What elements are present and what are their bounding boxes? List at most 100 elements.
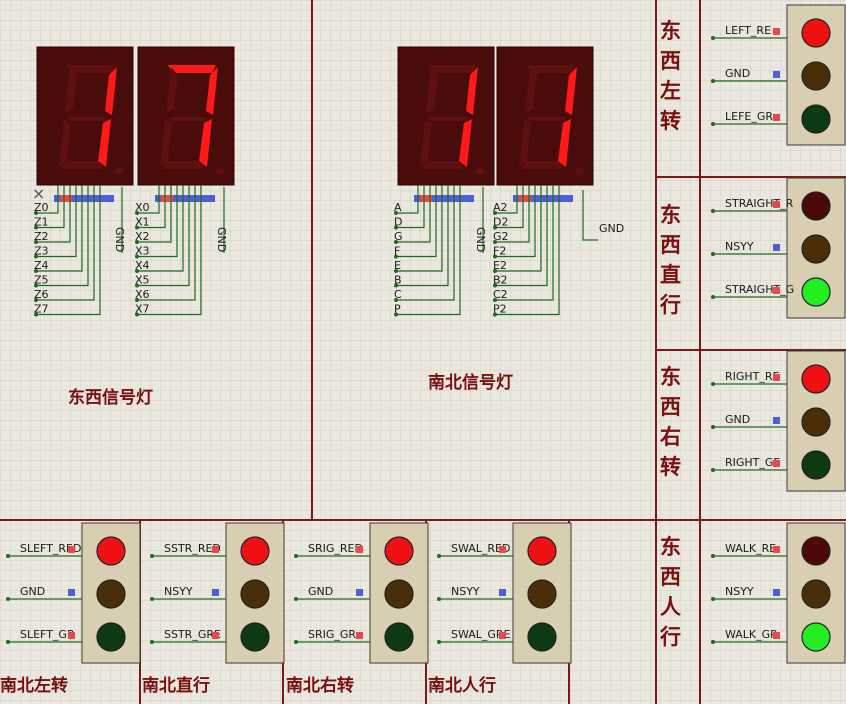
wire-node: [135, 298, 139, 302]
segment-c: [98, 119, 111, 167]
wire-node: [34, 312, 38, 317]
signal-label: SLEFT_GR: [20, 628, 75, 641]
ns-gnd-left: GND: [474, 187, 487, 253]
title-char: 西: [660, 232, 681, 257]
signal-label: STRAIGHT_R: [725, 197, 794, 210]
title-char: 直: [660, 262, 681, 287]
pin-label: Z7: [34, 303, 49, 316]
signal-label: WALK_GR: [725, 628, 778, 641]
pin-marker: [773, 287, 780, 294]
green-light: [384, 622, 414, 652]
pin-marker: [212, 632, 219, 639]
decimal-point: [115, 167, 123, 175]
pin-marker: [212, 546, 219, 553]
ew-digit-tens: [36, 46, 134, 186]
segment-b: [206, 67, 218, 115]
pin-wire: [137, 185, 202, 316]
yellow-light: [240, 579, 270, 609]
title-char: 行: [659, 292, 681, 317]
decimal-point: [476, 167, 484, 175]
pin-header-active: [161, 195, 173, 202]
segment-d: [521, 161, 563, 169]
pin-marker: [773, 417, 780, 424]
wire-node: [493, 240, 497, 244]
pin-wire: [495, 185, 542, 272]
wire-node: [493, 254, 497, 259]
wire-node: [711, 640, 715, 644]
pin-wire: [495, 185, 530, 243]
pin-wire: [137, 185, 172, 243]
segment-a: [428, 65, 476, 73]
wire-node: [711, 554, 715, 558]
title-char: 西: [660, 48, 681, 73]
pin-label: C: [394, 288, 402, 301]
pin-wire: [396, 185, 419, 214]
segment-f: [525, 67, 537, 113]
title-char: 东: [660, 534, 681, 559]
pin-header: [155, 195, 215, 202]
segment-d: [61, 161, 103, 169]
wire-node: [493, 269, 497, 273]
segment-f: [65, 67, 77, 113]
red-light: [527, 536, 557, 566]
bottom-panel-title-0: 南北左转: [0, 675, 68, 696]
pin-header: [513, 195, 573, 202]
wire-node: [294, 597, 298, 601]
pin-marker: [68, 632, 75, 639]
yellow-light: [527, 579, 557, 609]
red-light: [240, 536, 270, 566]
segment-c: [459, 119, 472, 167]
signal-label: SRIG_RED: [308, 542, 363, 555]
pin-wire: [36, 185, 95, 301]
yellow-light: [801, 61, 831, 91]
pin-wire: [36, 185, 59, 214]
wire-node: [135, 283, 139, 288]
wire-node: [6, 597, 10, 601]
wire-node: [394, 312, 398, 317]
wire-node: [6, 554, 10, 558]
pin-label: X2: [135, 230, 150, 243]
signal-label: RIGHT_GE: [725, 456, 780, 469]
title-char: 转: [660, 108, 681, 133]
wire-node: [34, 240, 38, 244]
pin-label: B2: [493, 274, 508, 287]
pin-wire: [137, 185, 166, 229]
pin-wire: [495, 185, 554, 301]
wire-node: [493, 298, 497, 302]
title-char: 转: [660, 454, 681, 479]
wire-node: [394, 298, 398, 302]
wire-node: [135, 240, 139, 244]
wire-node: [394, 211, 398, 215]
segment-c: [199, 119, 212, 167]
bottom-panel-title-1: 南北直行: [142, 675, 210, 696]
signal-label: RIGHT_RE: [725, 370, 780, 383]
segment-d: [162, 161, 204, 169]
title-char: 西: [660, 394, 681, 419]
pin-marker: [68, 546, 75, 553]
pin-label: X0: [135, 201, 150, 214]
pin-label: F: [394, 245, 400, 258]
segment-b: [565, 67, 577, 115]
pin-marker: [773, 114, 780, 121]
pin-header-active: [60, 195, 72, 202]
wire-node: [135, 254, 139, 259]
pin-header: [54, 195, 114, 202]
wire-node: [437, 597, 441, 601]
wire-node: [711, 382, 715, 386]
yellow-light: [96, 579, 126, 609]
segment-b: [466, 67, 478, 115]
signal-label: GND: [725, 67, 750, 80]
east-west-signal-title: 东西信号灯: [68, 387, 153, 408]
wire-node: [394, 225, 398, 230]
pin-wire: [495, 185, 518, 214]
pin-label: Z0: [34, 201, 49, 214]
wire-node: [493, 283, 497, 288]
